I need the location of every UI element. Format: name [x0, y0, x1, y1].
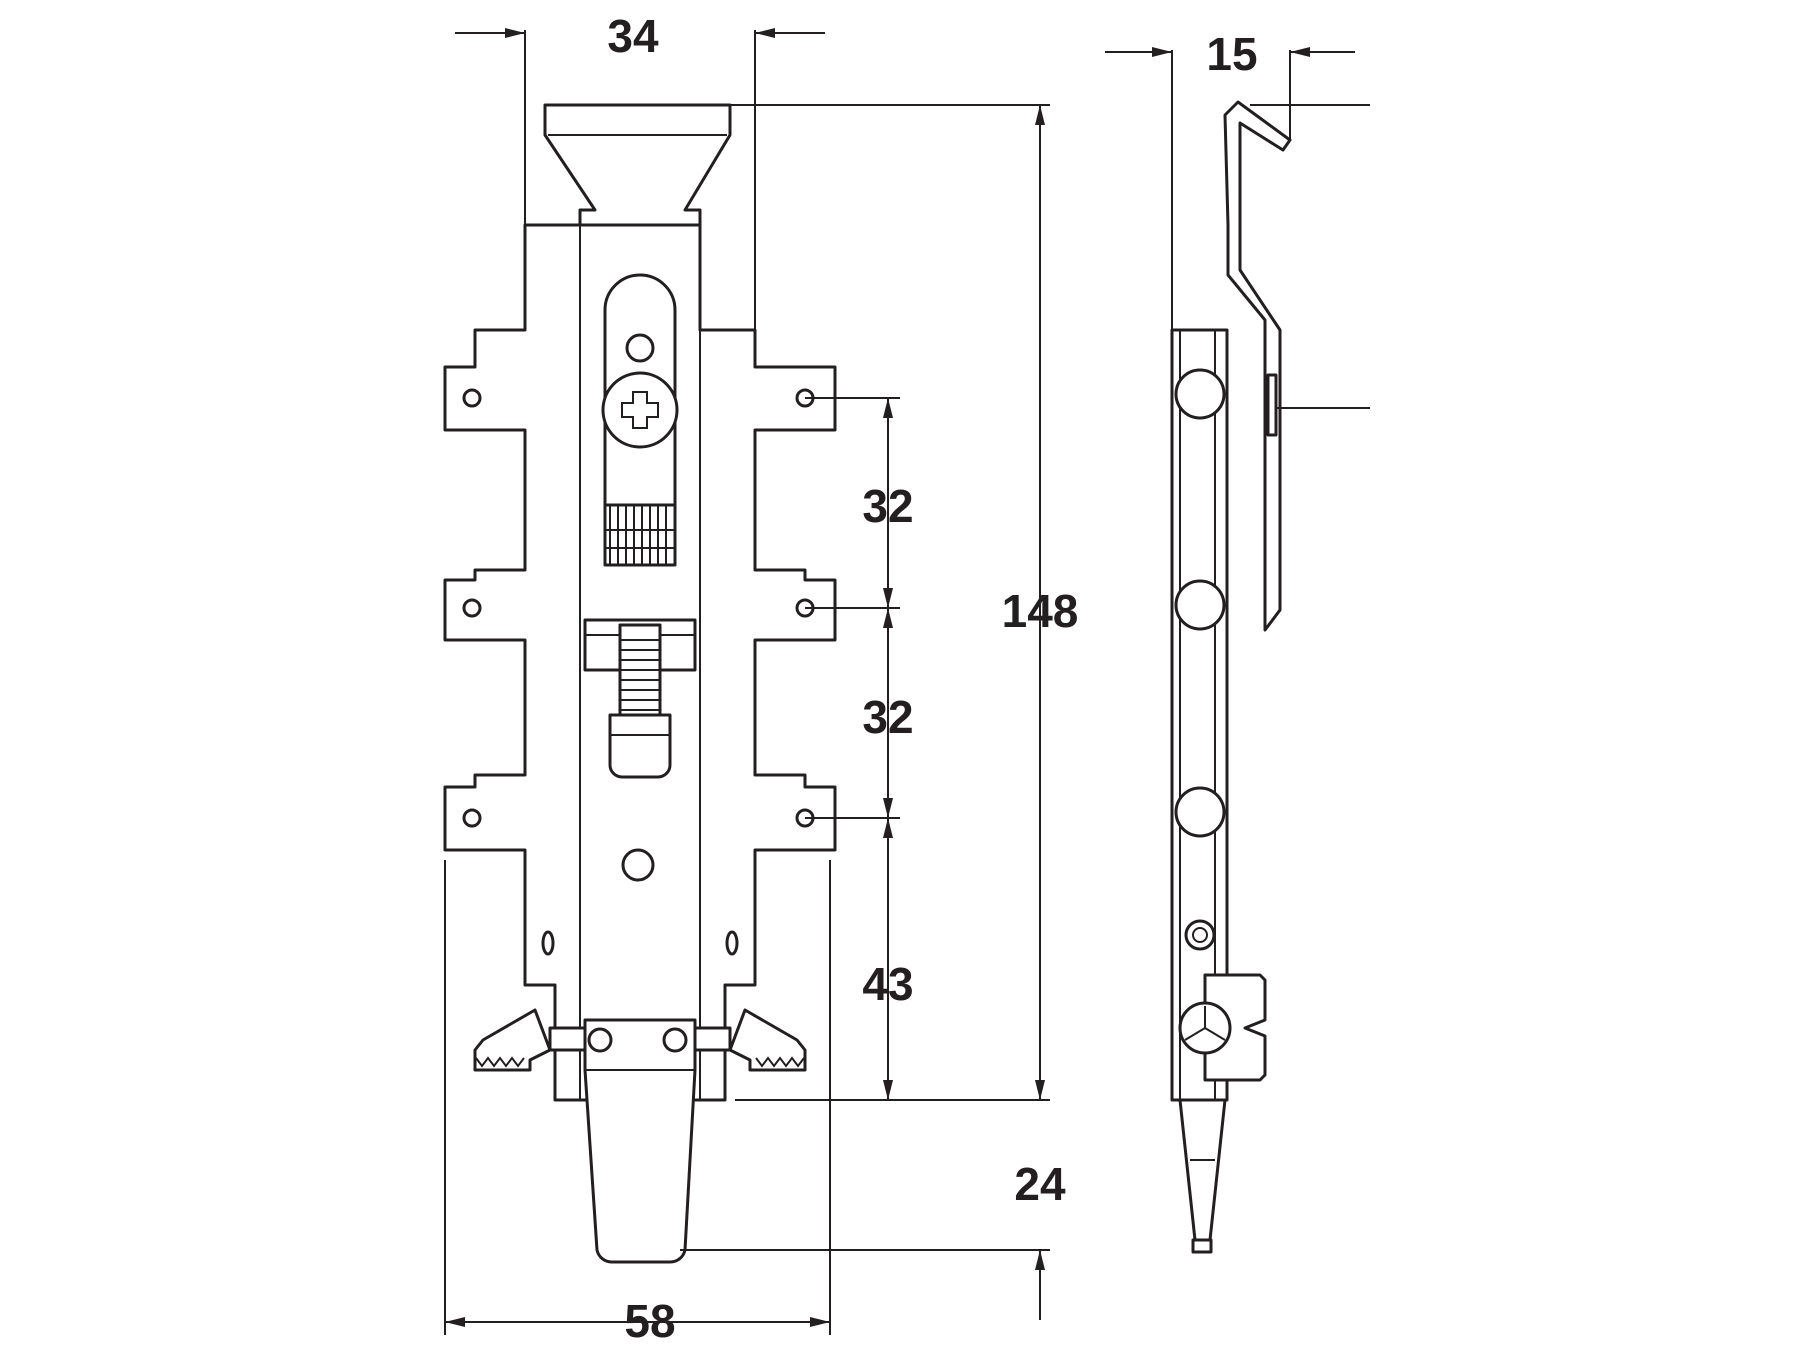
side-view	[1170, 100, 1292, 1254]
dim-label-depth-side: 15	[1206, 28, 1257, 80]
dim-label-overall-width: 58	[624, 1295, 675, 1347]
mount-hole	[462, 598, 482, 618]
arm-rivet	[662, 1027, 688, 1053]
oval-slot	[541, 930, 555, 956]
mount-hole	[462, 808, 482, 828]
dimension-labels: 34 15 32 32 43 148 24 58	[607, 10, 1257, 1347]
mount-hole	[462, 388, 482, 408]
oval-slot	[725, 930, 739, 956]
spring-wire	[1223, 100, 1292, 632]
dim-label-spacing-2: 32	[862, 691, 913, 743]
bearing-disc	[1174, 579, 1226, 631]
slot-hole	[625, 333, 655, 363]
bearing-disc	[1174, 786, 1226, 838]
dimension-lines	[444, 28, 1370, 1335]
arm-rivet	[587, 1027, 613, 1053]
bearing-disc	[1174, 368, 1226, 420]
phillips-cross-icon	[621, 391, 659, 429]
dim-label-width-top: 34	[607, 10, 659, 62]
front-view	[443, 103, 837, 1264]
threaded-adjuster	[603, 503, 677, 567]
top-cap	[543, 103, 732, 227]
spring-lever-right	[728, 1008, 807, 1072]
spring-lever-left	[473, 1008, 552, 1072]
dim-label-spacing-1: 32	[862, 480, 913, 532]
side-hinge-tip	[1178, 1098, 1227, 1242]
dim-label-tip-length: 24	[1014, 1158, 1066, 1210]
dim-label-lower-spacing: 43	[862, 958, 913, 1010]
screw-head	[601, 371, 679, 449]
hinge-arm	[583, 1018, 697, 1264]
side-latch	[1203, 973, 1267, 1082]
rod-nut	[608, 713, 672, 779]
lower-hole	[621, 848, 655, 882]
dim-label-overall-length: 148	[1002, 585, 1079, 637]
bearing-disc	[1184, 919, 1216, 951]
